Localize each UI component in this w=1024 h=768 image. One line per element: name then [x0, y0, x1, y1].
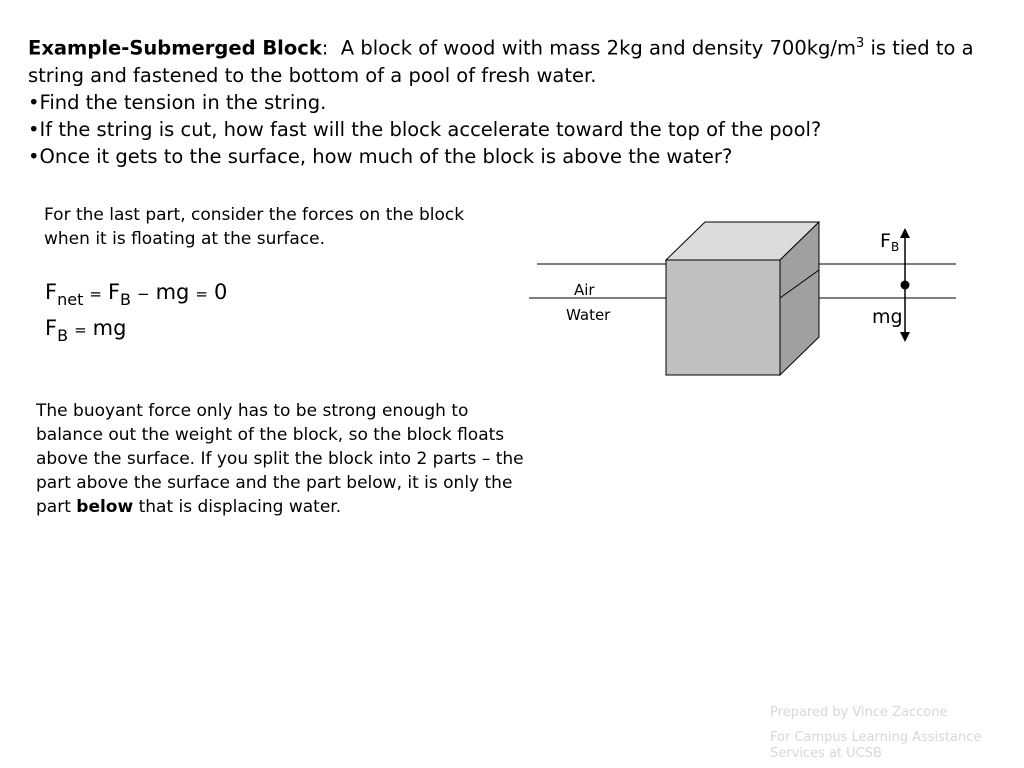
equation-net-force: Fnet=FB−mg=0 [45, 280, 228, 309]
emphasis-below: below [76, 497, 134, 517]
credit-organization: For Campus Learning Assistance Services … [770, 730, 982, 761]
buoyant-force-label: FB [880, 230, 899, 254]
buoyant-arrowhead [900, 228, 910, 238]
block-waterline [779, 269, 820, 299]
bullet-item: •Once it gets to the surface, how much o… [28, 144, 733, 168]
water-label: Water [566, 306, 611, 324]
block-front-face [665, 259, 781, 376]
credit-author: Prepared by Vince Zaccone [770, 705, 948, 720]
center-of-mass-dot [900, 280, 910, 290]
problem-statement: Example-Submerged Block: A block of wood… [28, 30, 1008, 170]
equation-buoyant-force: FB=mg [45, 316, 127, 345]
weight-arrowhead [900, 332, 910, 342]
note-buoyant-explanation: The buoyant force only has to be strong … [36, 401, 524, 517]
floating-block-diagram: Air Water FB mg [529, 220, 956, 377]
bullet-item: •Find the tension in the string. [28, 90, 327, 114]
air-label: Air [574, 281, 595, 299]
weight-label: mg [872, 306, 903, 328]
problem-intro: Example-Submerged Block: A block of wood… [28, 36, 974, 87]
bullet-item: •If the string is cut, how fast will the… [28, 117, 822, 141]
note-last-part: For the last part, consider the forces o… [44, 205, 465, 249]
problem-title: Example-Submerged Block [28, 36, 322, 60]
